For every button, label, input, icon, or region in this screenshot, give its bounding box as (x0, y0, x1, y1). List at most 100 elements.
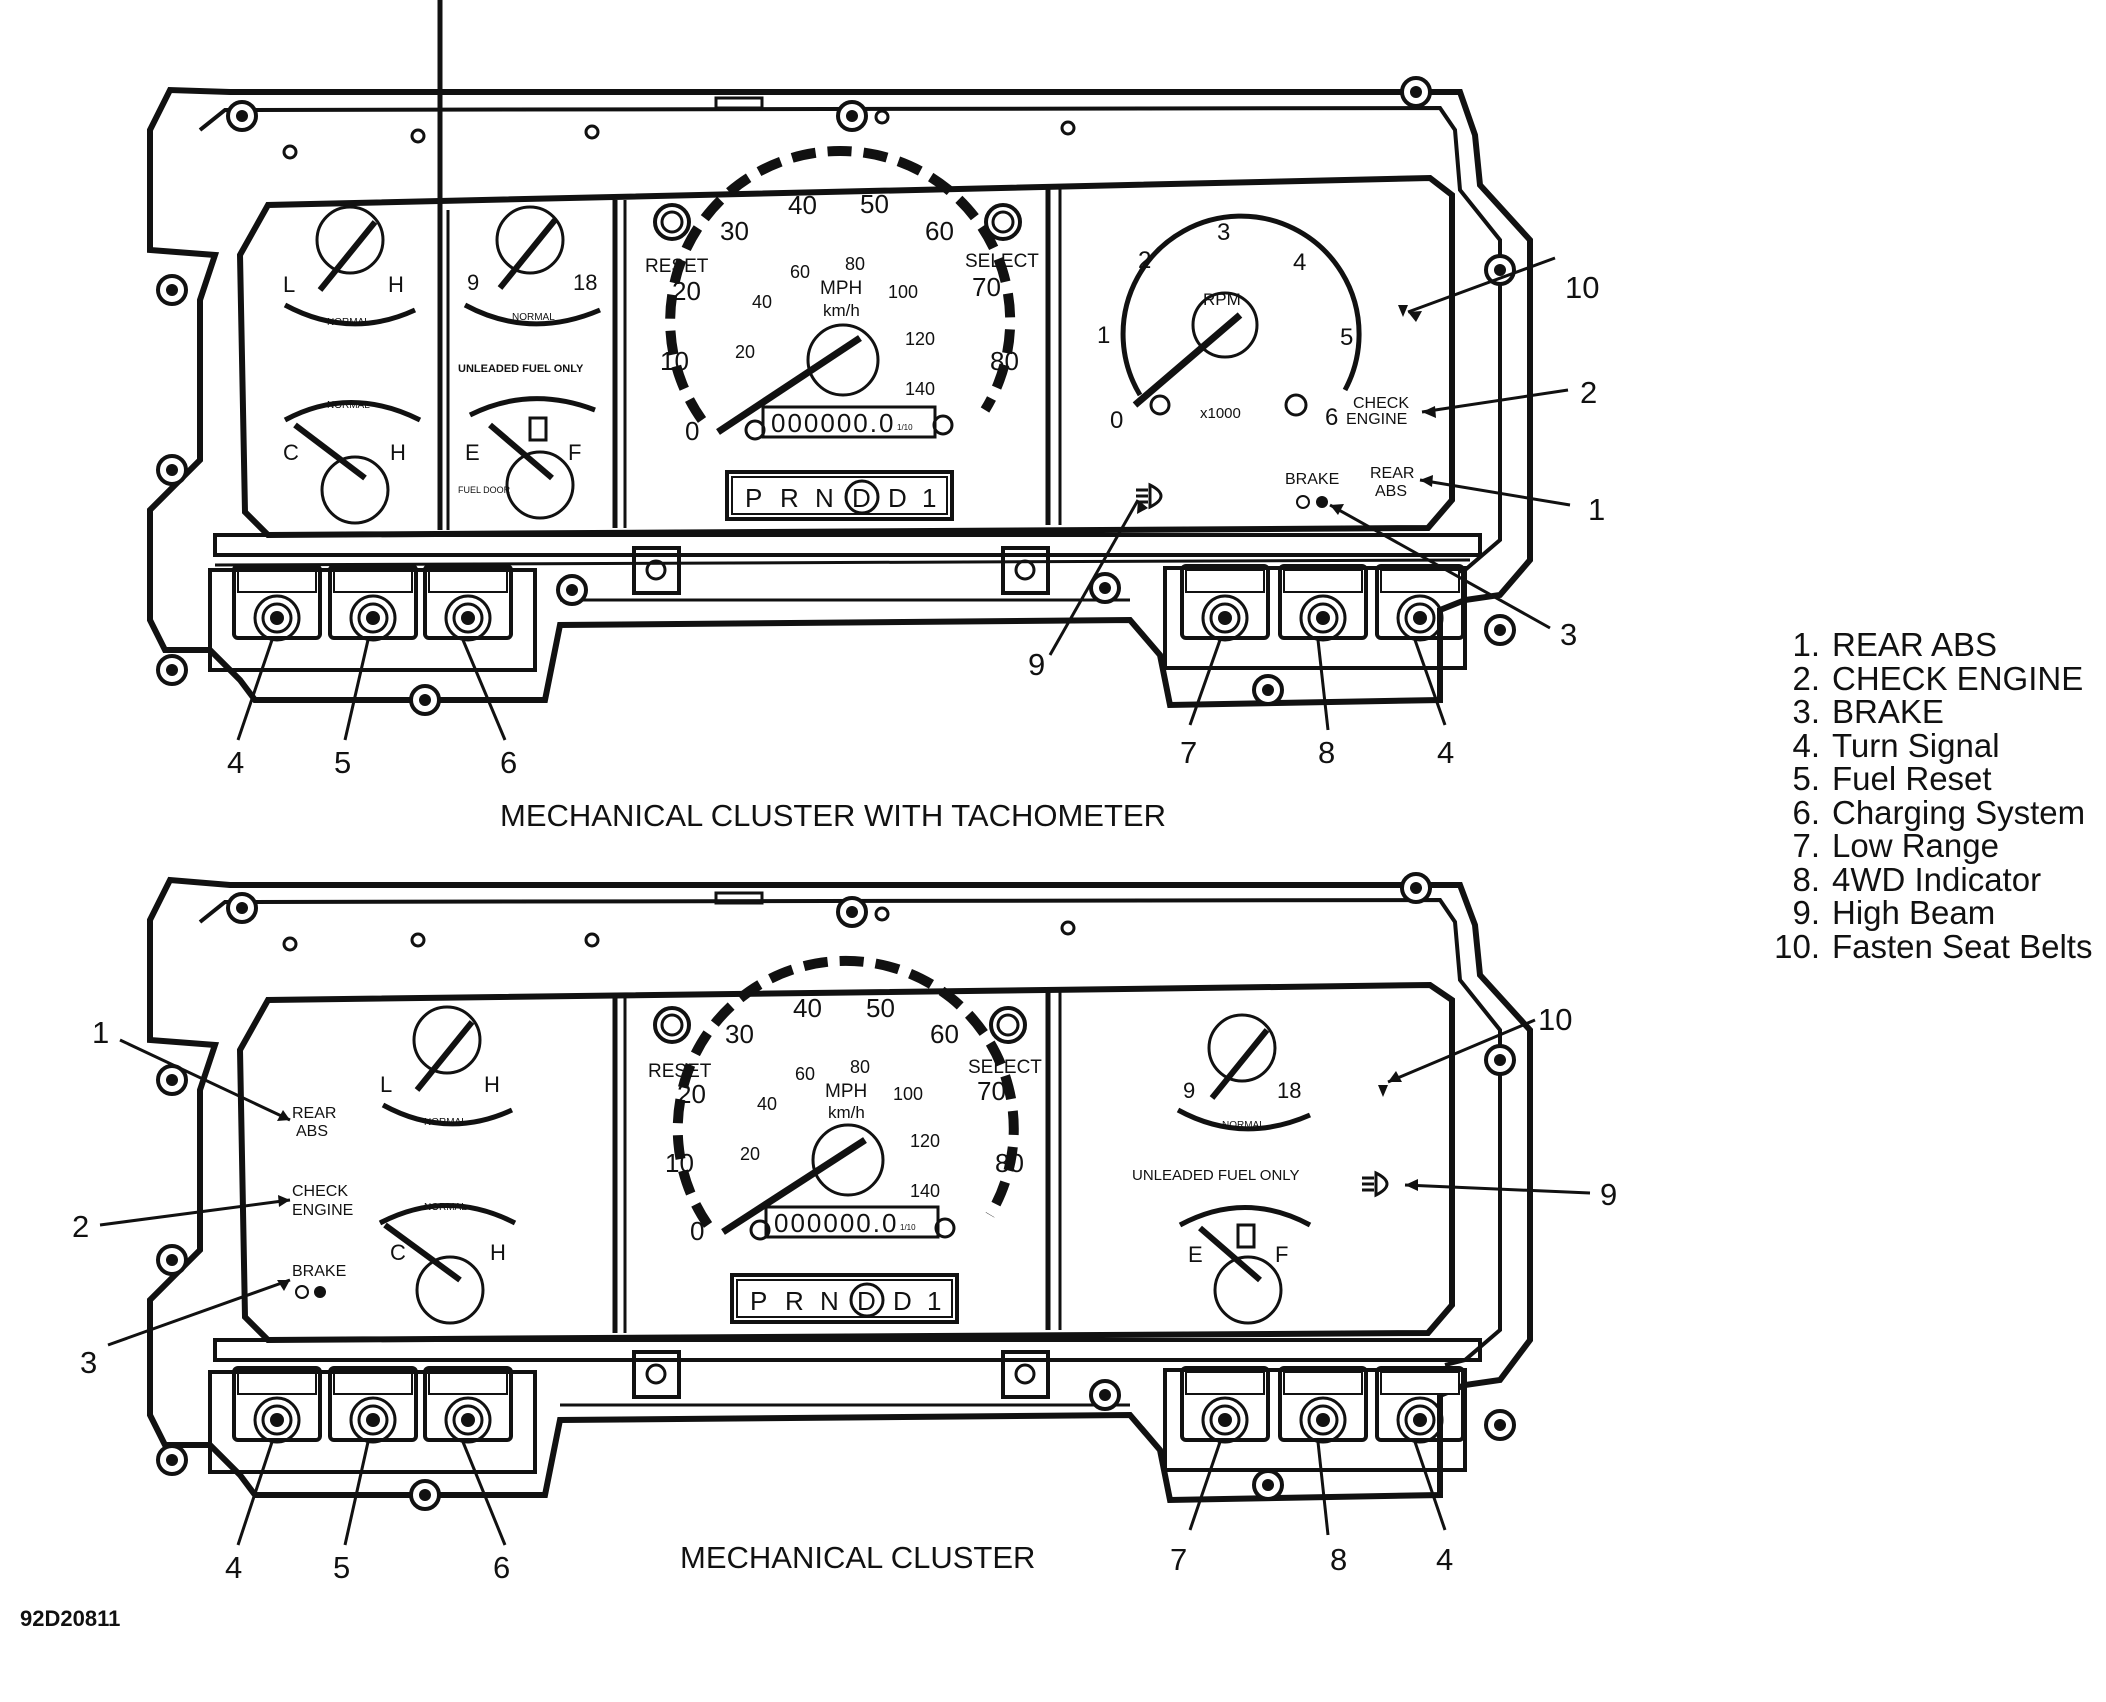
callout-number: 2 (72, 1209, 89, 1244)
rpm-unit: RPM (1203, 290, 1241, 309)
callout-number: 4 (1437, 735, 1454, 770)
temp-gauge-band: NORMAL (424, 1202, 467, 1213)
mph-tick: 80 (995, 1148, 1024, 1178)
callout-number: 6 (500, 745, 517, 780)
temp-gauge-high: H (390, 440, 406, 465)
brake-icon (314, 1286, 326, 1298)
prndl-letter: D (852, 483, 871, 513)
mph-tick: 60 (925, 216, 954, 246)
odometer-tag: 1/10 (900, 1223, 916, 1232)
fuel-door-label: FUEL DOOR (458, 485, 511, 495)
callout-number: 10 (1565, 270, 1599, 305)
oil-gauge-band: NORMAL (424, 1117, 467, 1128)
mph-tick: 30 (725, 1019, 754, 1049)
kmh-tick: 100 (893, 1084, 923, 1104)
speed-unit-kmh: km/h (823, 301, 860, 320)
brake-label: BRAKE (1285, 471, 1339, 488)
select-label: SELECT (968, 1057, 1042, 1078)
temp-gauge-low: C (283, 440, 299, 465)
legend-item: 2.CHECK ENGINE (1792, 659, 2084, 697)
mph-tick: 0 (685, 416, 699, 446)
fuel-gauge: E F FUEL DOOR (458, 396, 596, 520)
rpm-tick: 6 (1325, 404, 1338, 431)
oil-gauge-low: L (380, 1072, 392, 1097)
legend-item: 5.Fuel Reset (1792, 760, 1992, 797)
mph-tick: 50 (866, 993, 895, 1023)
volt-gauge-band: NORMAL (512, 312, 555, 323)
prndl-letter: D (893, 1286, 912, 1316)
kmh-tick: 140 (905, 379, 935, 399)
volt-gauge-band: NORMAL (1222, 1120, 1265, 1131)
kmh-tick: 20 (735, 342, 755, 362)
select-button[interactable] (984, 203, 1022, 241)
fuel-gauge-high: F (568, 440, 581, 465)
fuel-gauge-low: E (1188, 1242, 1203, 1267)
legend-item: 7.Low Range (1792, 827, 1999, 864)
reset-button[interactable] (653, 203, 691, 241)
fuel-pump-icon (528, 416, 548, 442)
reset-button[interactable] (653, 1006, 691, 1044)
speed-unit-mph: MPH (825, 1081, 867, 1102)
temp-gauge-low: C (390, 1240, 406, 1265)
kmh-tick: 120 (905, 329, 935, 349)
high-beam-icon (1136, 482, 1163, 510)
volt-gauge-high: 18 (1277, 1078, 1301, 1103)
rpm-tick: 5 (1340, 324, 1353, 351)
cluster-with-tachometer: L H NORMAL C H NORMAL 9 18 NORMAL UNLEAD… (147, 0, 1605, 780)
mph-tick: 80 (990, 346, 1019, 376)
callout-number: 4 (225, 1550, 242, 1585)
prndl-letter: P (750, 1286, 767, 1316)
kmh-tick: 60 (795, 1064, 815, 1084)
volt-gauge: 9 18 NORMAL (463, 205, 601, 327)
select-button[interactable] (989, 1006, 1027, 1044)
callout-number: 3 (80, 1345, 97, 1380)
tachometer: 0 1 2 3 4 5 6 RPM x1000 (1097, 213, 1362, 434)
callout-number: 1 (92, 1015, 109, 1050)
speedometer: RESET SELECT 000000.0 1/10 MPH km/h 0 10… (645, 146, 1039, 446)
prndl-indicator: P R N D D 1 (725, 470, 954, 521)
mph-tick: 10 (660, 346, 689, 376)
odometer: 000000.0 (774, 1208, 898, 1238)
oil-gauge-low: L (283, 272, 295, 297)
mph-tick: 50 (860, 189, 889, 219)
callout-number: 3 (1560, 617, 1577, 652)
kmh-tick: 80 (850, 1057, 870, 1077)
speed-unit-kmh: km/h (828, 1103, 865, 1122)
oil-gauge: L H NORMAL (283, 205, 417, 328)
temp-gauge: C H NORMAL (378, 1202, 517, 1325)
fuel-gauge-high: F (1275, 1242, 1288, 1267)
kmh-tick: 80 (845, 254, 865, 274)
mph-tick: 20 (672, 276, 701, 306)
mph-tick: 70 (977, 1076, 1006, 1106)
kmh-tick: 120 (910, 1131, 940, 1151)
callout-number: 7 (1180, 735, 1197, 770)
mph-tick: 10 (665, 1148, 694, 1178)
fuel-gauge-low: E (465, 440, 480, 465)
prndl-letter: D (857, 1286, 876, 1316)
rpm-tick: 0 (1110, 407, 1123, 434)
callout-number: 8 (1330, 1542, 1347, 1577)
temp-gauge: C H NORMAL (283, 400, 422, 525)
speed-unit-mph: MPH (820, 278, 862, 299)
mph-tick: 70 (972, 272, 1001, 302)
oil-gauge-band: NORMAL (327, 317, 370, 328)
legend-item: 1.REAR ABS (1792, 626, 1998, 663)
seatbelt-icon (1398, 305, 1408, 317)
legend-item: 9.High Beam (1792, 894, 1996, 931)
rpm-tick: 4 (1293, 249, 1306, 276)
prndl-indicator: P R N D D 1 (730, 1273, 959, 1324)
kmh-tick: 40 (752, 292, 772, 312)
seatbelt-icon (1378, 1085, 1388, 1097)
volt-gauge-low: 9 (1183, 1078, 1195, 1103)
oil-gauge: L H NORMAL (380, 1005, 514, 1128)
volt-gauge: 9 18 NORMAL (1176, 1013, 1312, 1132)
prndl-letter: R (785, 1286, 804, 1316)
brake-icon (295, 1285, 309, 1299)
rpm-tick: 1 (1097, 322, 1110, 349)
odometer: 000000.0 (771, 408, 895, 438)
caption-cluster-tachometer: MECHANICAL CLUSTER WITH TACHOMETER (500, 798, 1166, 833)
mph-tick: 60 (930, 1019, 959, 1049)
